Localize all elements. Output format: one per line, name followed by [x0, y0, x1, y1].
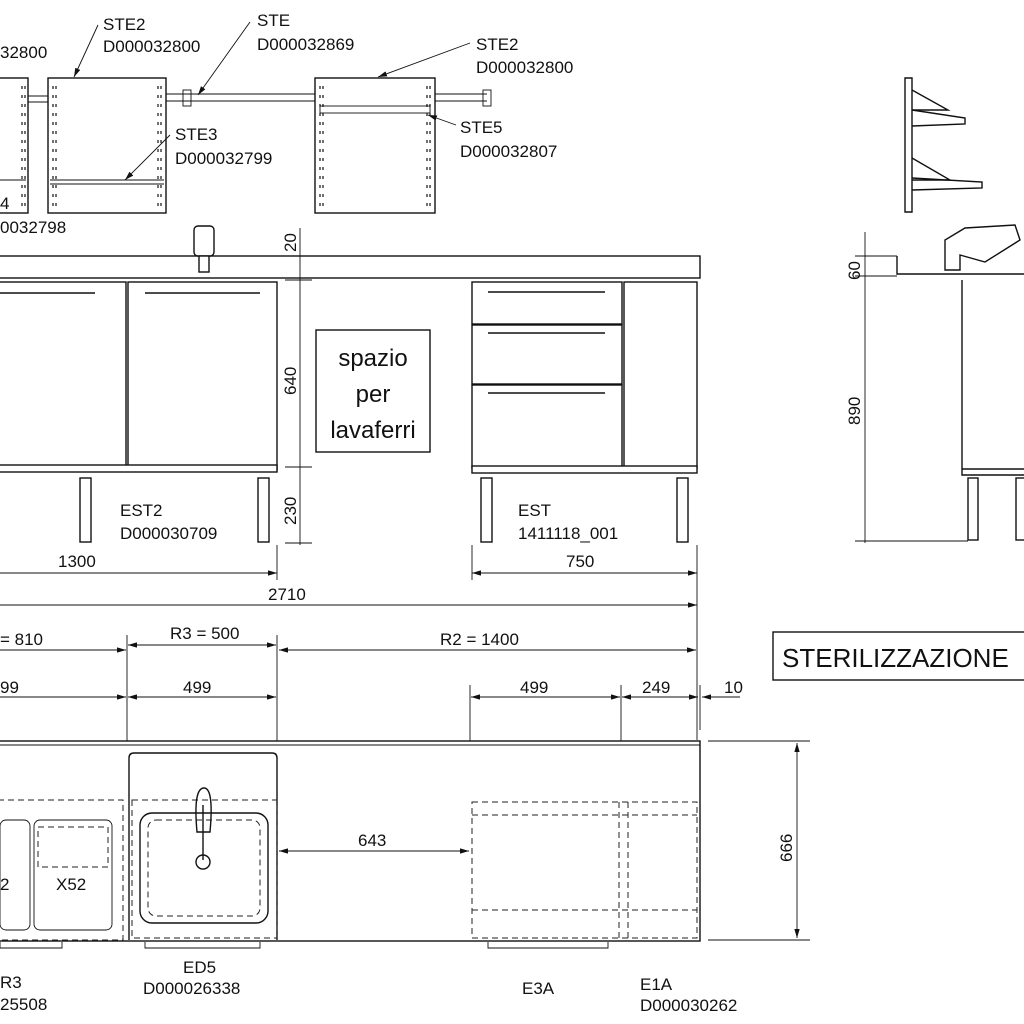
drawer-label-x52: X52 — [56, 875, 86, 894]
unit-r3-part: 25508 — [0, 995, 47, 1014]
wall-panel-ste2 — [47, 77, 167, 214]
width-sink: 499 — [183, 678, 211, 697]
wall-panel-partial — [0, 77, 29, 214]
cabinet-door-right — [127, 281, 278, 471]
handle — [487, 942, 609, 949]
gap-value: 643 — [358, 831, 386, 850]
dim-side-top: 60 — [845, 261, 864, 280]
run-r2: R2 = 1400 — [440, 630, 519, 649]
wall-bracket-icon — [904, 77, 983, 213]
section-title-box — [772, 631, 1024, 681]
plinth — [0, 464, 278, 473]
dim-right-width: 750 — [566, 552, 594, 571]
height-dimensions — [285, 228, 312, 545]
plan-view: = 810 R3 = 500 R2 = 1400 99 499 499 249 … — [0, 624, 810, 1015]
e3a-e1a-outline — [471, 801, 698, 939]
note-line-3: lavaferri — [330, 417, 415, 444]
dim-total: 2710 — [268, 585, 306, 604]
handle — [144, 942, 261, 949]
dim-side-height: 890 — [845, 397, 864, 425]
cabinet-door-narrow — [623, 281, 698, 469]
label-ste-code: STE — [257, 11, 290, 30]
leg — [1015, 477, 1024, 541]
run-left: = 810 — [0, 630, 43, 649]
width-gap-end: 10 — [724, 678, 743, 697]
leg — [676, 477, 689, 543]
sink-backsplash — [128, 752, 278, 940]
label-partial-part2: 0032798 — [0, 218, 66, 237]
sink-basin-icon — [139, 812, 269, 924]
label-partial-code: 4 — [0, 194, 9, 213]
drawer-x52 — [33, 819, 113, 931]
plinth — [471, 465, 698, 474]
drawer-3 — [471, 384, 623, 469]
dim-top: 20 — [281, 233, 300, 252]
label-ste3-code: STE3 — [175, 125, 218, 144]
sink-faucet-icon — [195, 787, 212, 870]
leg — [967, 477, 979, 541]
unit-est-part: 1411118_001 — [518, 524, 618, 543]
cabinet-door-left — [0, 281, 127, 471]
run-r3: R3 = 500 — [170, 624, 239, 643]
label-ste2b-code: STE2 — [476, 35, 519, 54]
side-faucet-icon — [944, 224, 1021, 271]
wall-rail — [0, 89, 492, 185]
label-ste-part: D000032869 — [257, 35, 354, 54]
side-view: 60 890 — [845, 77, 1024, 543]
label-ste2b-part: D000032800 — [476, 58, 573, 77]
lavaferri-space-box — [315, 329, 431, 453]
label-ste2-part: D000032800 — [103, 37, 200, 56]
leader-lines — [73, 21, 471, 181]
unit-ed5-code: ED5 — [183, 958, 216, 977]
label-ste3-part: D000032799 — [175, 149, 272, 168]
panel-perforations — [21, 86, 431, 208]
unit-ed5-part: D000026338 — [143, 979, 240, 998]
worktop-plan — [0, 740, 701, 942]
label-partial-part: 32800 — [0, 43, 47, 62]
side-cabinet — [961, 280, 1024, 476]
leg — [79, 477, 92, 543]
leg — [480, 477, 493, 543]
wall-elevation: 32800 STE2 D000032800 STE D000032869 STE… — [0, 11, 573, 237]
worktop — [0, 255, 701, 279]
drawer-1 — [471, 281, 623, 325]
unit-e1a-part: D000030262 — [640, 996, 737, 1015]
unit-e1a-code: E1A — [640, 975, 673, 994]
leg — [257, 477, 270, 543]
side-dimensions — [855, 232, 968, 543]
dim-body: 640 — [281, 367, 300, 395]
unit-est2-part: D000030709 — [120, 524, 217, 543]
section-title: STERILIZZAZIONE — [782, 643, 1009, 673]
drawer-label-partial: 2 — [0, 875, 9, 894]
width-e3a: 499 — [520, 678, 548, 697]
faucet-icon — [193, 225, 215, 273]
label-ste2-code: STE2 — [103, 15, 146, 34]
label-ste5-part: D000032807 — [460, 142, 557, 161]
note-line-1: spazio — [338, 345, 407, 372]
unit-e3a-code: E3A — [522, 979, 555, 998]
side-worktop — [896, 256, 1024, 275]
width-left: 99 — [0, 678, 19, 697]
depth-value: 666 — [777, 834, 796, 862]
drawer-2 — [471, 324, 623, 385]
note-line-2: per — [356, 381, 391, 408]
unit-est2-code: EST2 — [120, 501, 163, 520]
width-e1a: 249 — [642, 678, 670, 697]
unit-r3-code: R3 — [0, 973, 22, 992]
front-elevation: 20 640 230 spazio per lavaferri EST2 D00… — [0, 225, 701, 740]
label-ste5-code: STE5 — [460, 118, 503, 137]
dim-left-width: 1300 — [58, 552, 96, 571]
wall-panel-ste2-right — [314, 77, 436, 214]
unit-est-code: EST — [518, 501, 551, 520]
dim-legs: 230 — [281, 497, 300, 525]
drawer-unit-outline — [0, 799, 124, 941]
sink-unit-outline — [131, 799, 278, 939]
handle — [0, 942, 63, 949]
